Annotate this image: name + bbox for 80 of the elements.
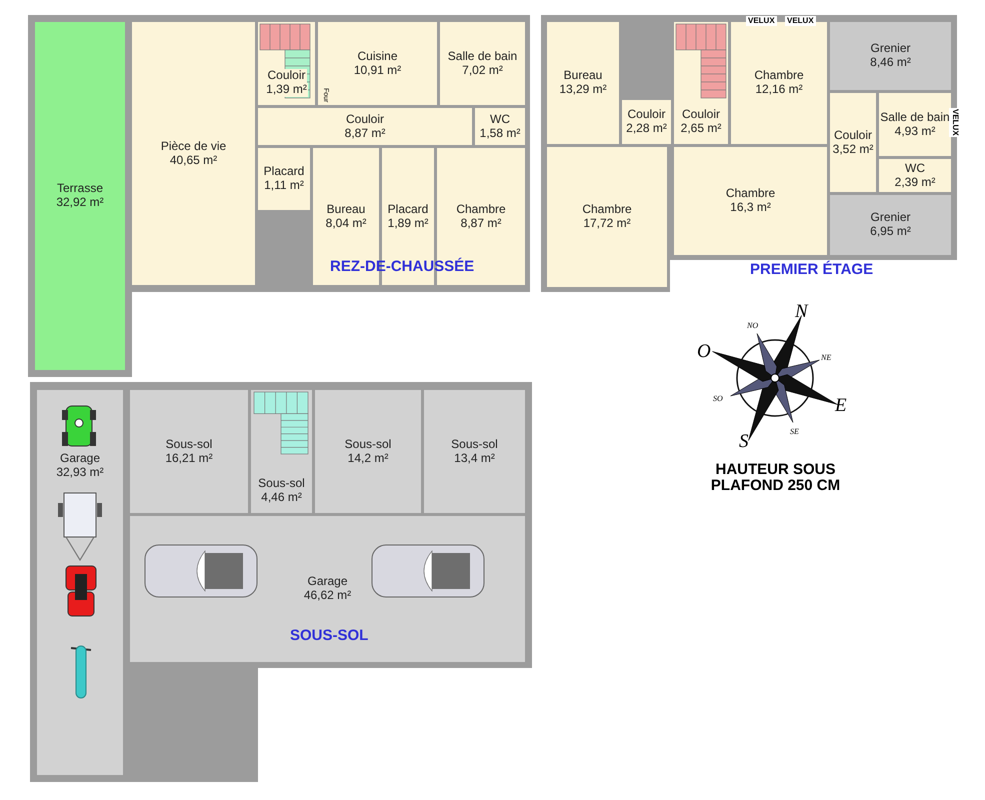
room (879, 93, 951, 156)
window-label: VELUX (785, 16, 816, 26)
room-area: 13,4 m² (453, 452, 496, 466)
room-name: Sous-sol (164, 438, 214, 452)
room (132, 22, 255, 285)
room-area: 16,21 m² (164, 452, 214, 466)
room-area: 1,58 m² (478, 126, 522, 140)
room-area: 13,29 m² (558, 83, 608, 97)
room-name: Chambre (455, 202, 507, 216)
room-name: WC (904, 162, 926, 176)
compass-letter: S (739, 432, 748, 451)
room-area: 46,62 m² (302, 589, 352, 603)
room (879, 159, 951, 192)
compass-letter: SO (713, 395, 723, 403)
room-area: 3,52 m² (832, 142, 874, 156)
room-area: 8,46 m² (869, 56, 912, 70)
room (130, 390, 248, 513)
floor-title: PREMIER ÉTAGE (750, 262, 874, 277)
room-area: 1,89 m² (386, 216, 430, 230)
floor-title: SOUS-SOL (290, 628, 368, 643)
room-name: Placard (386, 202, 430, 216)
room (258, 108, 472, 145)
room (731, 22, 827, 144)
room-area: 8,87 m² (460, 216, 502, 230)
room-area: 4,46 m² (260, 491, 303, 505)
room (830, 195, 951, 255)
room-name: Salle de bain (446, 50, 518, 64)
room-area: 14,2 m² (346, 452, 390, 466)
room-area: 4,93 m² (894, 124, 936, 138)
room-name: Sous-sol (344, 438, 392, 452)
room (318, 22, 437, 105)
room (622, 100, 671, 144)
room-area: 2,28 m² (625, 122, 668, 136)
room-name: Bureau (326, 202, 366, 216)
room-name: Couloir (832, 128, 873, 142)
room-name: Couloir (266, 69, 306, 84)
room-area: 1,39 m² (265, 83, 308, 97)
compass-letter: NE (821, 354, 832, 362)
room-name: Couloir (344, 112, 385, 126)
window-label: VELUX (746, 16, 777, 26)
room-area: 6,95 m² (869, 225, 912, 239)
room (440, 22, 525, 105)
room-area: 8,87 m² (344, 126, 386, 140)
room (315, 390, 421, 513)
floor-title: REZ-DE-CHAUSSÉE (330, 259, 474, 274)
room-name: Garage (58, 452, 102, 466)
room-name: Garage (306, 575, 349, 589)
room-name: Cuisine (356, 50, 399, 64)
room-name: Pièce de vie (160, 140, 228, 154)
room-area: 1,11 m² (263, 179, 305, 193)
compass-letter: SE (790, 428, 799, 436)
room-area: 2,65 m² (680, 122, 722, 136)
compass-letter: NO (747, 322, 758, 330)
room (674, 147, 827, 255)
compass-letter: N (795, 302, 808, 321)
room (475, 108, 525, 145)
room-area: 12,16 m² (754, 83, 804, 97)
room (35, 22, 125, 370)
room-area: 32,92 m² (55, 196, 105, 210)
room (830, 22, 951, 90)
window-label: VELUX (949, 108, 961, 137)
room (547, 147, 667, 287)
room-name: WC (489, 112, 511, 126)
compass-letter: E (835, 396, 847, 415)
room-area: 10,91 m² (352, 64, 402, 78)
room-area: 7,02 m² (461, 64, 504, 78)
room-area: 40,65 m² (168, 154, 218, 168)
room (547, 22, 619, 144)
ceiling-height-note: HAUTEUR SOUS PLAFOND 250 CM (710, 462, 842, 494)
room-area: 17,72 m² (582, 217, 632, 231)
room-area: 32,93 m² (55, 466, 105, 480)
room-area: 8,04 m² (324, 216, 368, 230)
room (424, 390, 525, 513)
room (258, 148, 310, 210)
room-name: Salle de bain (879, 110, 951, 124)
room-area: 2,39 m² (894, 176, 936, 190)
room-area: 16,3 m² (729, 201, 772, 215)
room-name: Sous-sol (450, 438, 499, 452)
room (830, 93, 876, 192)
compass-letter: O (697, 342, 711, 361)
